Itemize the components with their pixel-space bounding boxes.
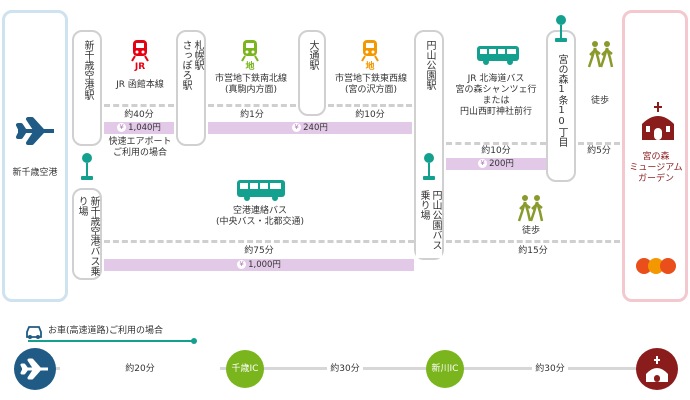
namboku-route-line — [208, 104, 296, 107]
car-icon — [24, 324, 44, 340]
jr-note: 快速エアポート ご利用の場合 — [108, 137, 172, 158]
station-odori: 大通駅 — [298, 30, 326, 116]
car-origin-node — [14, 348, 56, 390]
airport-bus-icon — [236, 178, 286, 202]
yen-icon: ¥ — [478, 159, 488, 168]
ic-shinkawa-node: 新川IC — [426, 350, 464, 388]
tozai-route-name: 市営地下鉄東西線 (宮の沢方面) — [334, 74, 407, 95]
walk-mid-icon — [516, 194, 546, 222]
hokkaido-bus-time: 約10分 — [481, 146, 511, 156]
yen-icon: ¥ — [292, 123, 302, 132]
airplane-icon — [20, 358, 48, 380]
car-seg1-time: 約20分 — [60, 364, 220, 375]
destination-panel — [622, 10, 688, 302]
walk-top-label: 徒歩 — [590, 96, 609, 106]
bus-stop-maruyama-icon — [422, 152, 436, 184]
tozai-time: 約10分 — [355, 110, 385, 120]
airplane-icon — [16, 116, 56, 146]
station-sapporo: さっぽろ駅 札幌駅 — [176, 30, 206, 146]
hokkaido-bus-fare: ¥200円 — [446, 158, 546, 170]
jr-route-name: JR 函館本線 — [116, 80, 164, 90]
station-sapporo-sub-label: さっぽろ駅 — [180, 40, 191, 90]
car-title-dot — [191, 338, 197, 344]
yen-icon: ¥ — [237, 260, 247, 269]
hokkaido-bus-line — [446, 142, 546, 145]
station-maruyama-label: 円山公園駅 — [424, 40, 435, 90]
station-airport-label: 新千歳空港駅 — [82, 40, 93, 100]
airport-bus-time: 約75分 — [244, 246, 274, 256]
subway-fare-value: 240円 — [303, 123, 328, 133]
subway-tozai-icon — [358, 38, 382, 62]
jr-fare: ¥1,040円 — [104, 122, 174, 134]
station-maruyama-bus-label: 円山公園バス乗り場 — [418, 190, 441, 250]
walk-mid-label: 徒歩 — [521, 226, 540, 236]
namboku-time: 約1分 — [240, 110, 264, 120]
destination-label: 宮の森 ミュージアム ガーデン — [629, 152, 683, 184]
station-sapporo-label: 札幌駅 — [192, 40, 203, 70]
airport-bus-name: 空港連絡バス (中央バス・北都交通) — [215, 206, 305, 227]
station-airport: 新千歳空港駅 — [72, 30, 102, 146]
walk-mid-line — [446, 240, 620, 243]
yen-icon: ¥ — [117, 123, 127, 132]
walk-mid-time: 約15分 — [518, 246, 548, 256]
bus-stop-miyanomori-icon — [554, 14, 568, 46]
museum-icon — [646, 356, 668, 382]
car-seg1-value: 約20分 — [122, 364, 158, 374]
destination-logo — [634, 256, 682, 276]
station-odori-label: 大通駅 — [307, 40, 318, 70]
car-title: お車(高速道路)ご利用の場合 — [48, 326, 164, 336]
jr-time: 約40分 — [124, 110, 154, 120]
station-airport-bus: 新千歳空港バス乗り場 — [72, 188, 102, 280]
airport-bus-fare-value: 1,000円 — [248, 260, 281, 270]
station-maruyama-bus: 円山公園バス乗り場 — [416, 188, 442, 258]
car-seg2-time: 約30分 — [268, 364, 422, 375]
bus-icon — [476, 44, 520, 66]
origin-label: 新千歳空港 — [12, 168, 58, 178]
airport-bus-line — [104, 240, 414, 243]
car-seg3-value: 約30分 — [532, 364, 568, 374]
hokkaido-bus-fare-value: 200円 — [489, 159, 514, 169]
station-airport-bus-label: 新千歳空港バス乗り場 — [76, 196, 99, 276]
museum-icon — [640, 102, 676, 142]
jr-fare-value: 1,040円 — [128, 123, 161, 133]
car-title-underline — [28, 340, 194, 342]
subway-fare: ¥240円 — [208, 122, 412, 134]
walk-top-icon — [586, 40, 616, 68]
namboku-badge: 地 — [245, 62, 255, 72]
car-seg3-time: 約30分 — [468, 364, 632, 375]
subway-namboku-icon — [238, 38, 262, 62]
jr-train-icon — [128, 38, 152, 62]
tozai-badge: 地 — [365, 62, 375, 72]
car-seg2-value: 約30分 — [327, 364, 363, 374]
station-miyanomori-label: 宮の森1条10丁目 — [556, 54, 567, 147]
walk-top-time: 約5分 — [587, 146, 611, 156]
walk-top-line — [578, 142, 620, 145]
car-destination-node — [636, 348, 678, 390]
tozai-route-line — [328, 104, 412, 107]
origin-panel — [2, 10, 68, 302]
jr-badge: JR — [134, 62, 146, 72]
jr-route-line — [104, 104, 174, 107]
hokkaido-bus-name: JR 北海道バス 宮の森シャンツェ行 または 円山西町神社前行 — [455, 74, 537, 117]
ic-chitose-node: 千歳IC — [226, 350, 264, 388]
bus-stop-airport-icon — [80, 152, 94, 184]
airport-bus-fare: ¥1,000円 — [104, 259, 414, 271]
namboku-route-name: 市営地下鉄南北線 (真駒内方面) — [214, 74, 287, 95]
station-miyanomori: 宮の森1条10丁目 — [546, 30, 576, 182]
